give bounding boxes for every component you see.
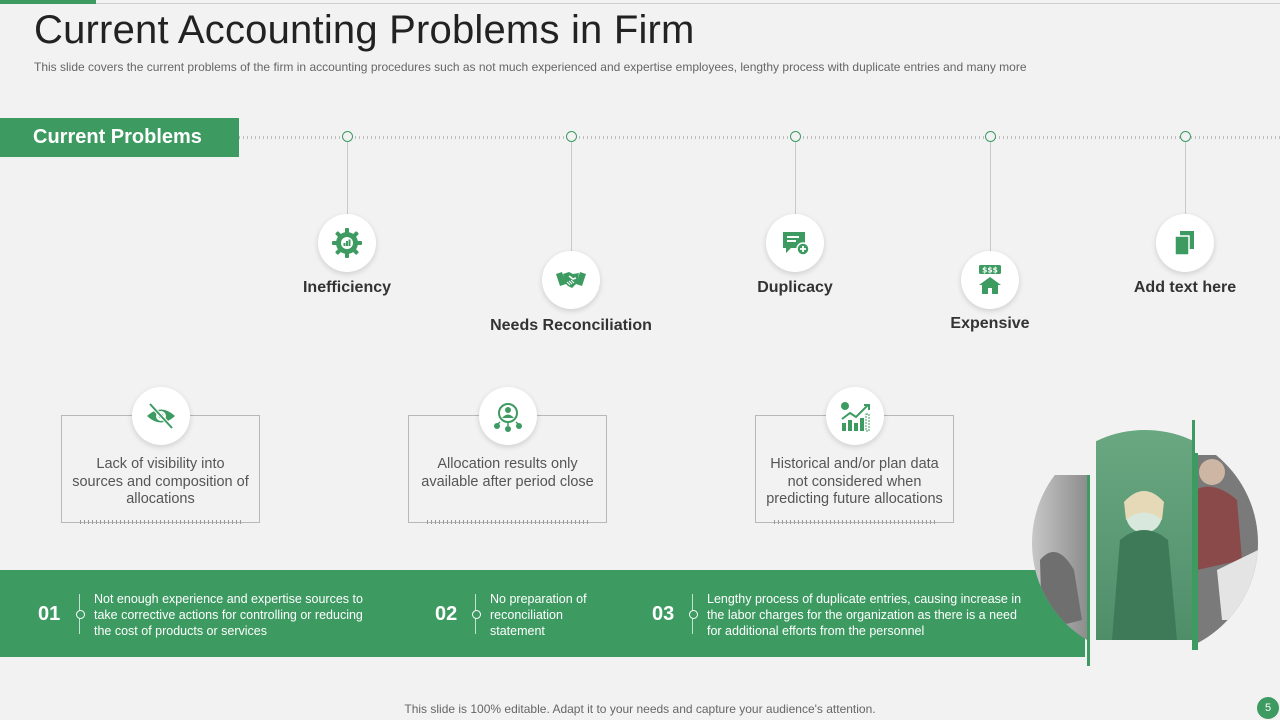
problem-card: Allocation results only available after … — [408, 387, 607, 524]
timeline-node — [1180, 131, 1191, 142]
timeline-connector — [347, 142, 348, 216]
band-number: 03 — [652, 603, 675, 625]
timeline-line — [239, 136, 1280, 139]
team-network-icon — [479, 387, 537, 445]
band-text: Lengthy process of duplicate entries, ca… — [707, 592, 1022, 638]
slide-subtitle: This slide covers the current problems o… — [34, 60, 1027, 74]
band-number: 02 — [435, 603, 458, 625]
timeline-node — [566, 131, 577, 142]
copy-pages-icon — [1156, 214, 1214, 272]
band-number: 01 — [38, 603, 61, 625]
slide-title: Current Accounting Problems in Firm — [34, 8, 695, 52]
band-text: No preparation of reconciliation stateme… — [490, 592, 587, 638]
timeline-node — [985, 131, 996, 142]
handshake-icon — [542, 251, 600, 309]
card-text: Historical and/or plan data not consider… — [766, 456, 943, 507]
timeline-node — [342, 131, 353, 142]
page-number-badge: 5 — [1257, 697, 1279, 719]
card-dotted-edge — [427, 520, 588, 524]
top-divider — [96, 3, 1280, 4]
timeline-node — [790, 131, 801, 142]
footer-note: This slide is 100% editable. Adapt it to… — [404, 702, 876, 716]
message-add-icon — [766, 214, 824, 272]
timeline-label-expensive: Expensive — [950, 315, 1030, 332]
house-cost-icon: $$$ — [961, 251, 1019, 309]
band-text: Not enough experience and expertise sour… — [94, 592, 363, 638]
timeline-label-needs-reconciliation: Needs Reconciliation — [490, 317, 652, 334]
growth-chart-icon — [826, 387, 884, 445]
problem-card: Lack of visibility into sources and comp… — [61, 387, 260, 524]
problem-card: Historical and/or plan data not consider… — [755, 387, 954, 524]
eye-slash-icon — [132, 387, 190, 445]
timeline-connector — [990, 142, 991, 252]
timeline-label-duplicacy: Duplicacy — [757, 279, 833, 296]
card-text: Allocation results only available after … — [421, 456, 594, 490]
timeline-label-inefficiency: Inefficiency — [302, 279, 392, 296]
timeline-connector — [795, 142, 796, 216]
timeline-connector — [571, 142, 572, 252]
top-accent-bar — [0, 0, 96, 4]
gear-chart-icon — [318, 214, 376, 272]
band-separator — [689, 594, 698, 634]
band-separator — [76, 594, 85, 634]
band-separator — [472, 594, 481, 634]
card-dotted-edge — [774, 520, 935, 524]
problems-detail-band — [0, 570, 1085, 657]
current-problems-banner: Current Problems — [0, 118, 239, 157]
svg-text:$$$: $$$ — [982, 266, 998, 275]
team-photo — [1032, 420, 1258, 666]
timeline-label-add-text: Add text here — [1133, 279, 1237, 296]
card-text: Lack of visibility into sources and comp… — [72, 456, 249, 507]
card-dotted-edge — [80, 520, 241, 524]
timeline-connector — [1185, 142, 1186, 216]
